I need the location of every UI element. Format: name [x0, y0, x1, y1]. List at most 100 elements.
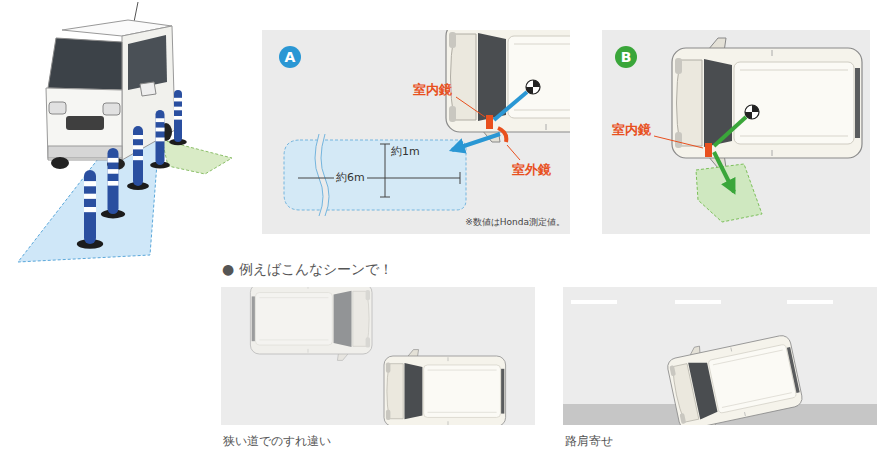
- car-top: [250, 287, 372, 360]
- pole: [127, 126, 149, 190]
- car-top: [679, 413, 686, 424]
- view-a: [452, 134, 500, 150]
- car-top: [708, 344, 797, 413]
- car-top: [250, 287, 372, 354]
- car-top: [259, 339, 328, 340]
- view-a: [494, 92, 527, 120]
- car-photo: [48, 38, 122, 90]
- view-b: [696, 164, 762, 222]
- car-top: [448, 421, 449, 425]
- car-top: [449, 32, 456, 48]
- car-top: [448, 357, 449, 361]
- pole: [133, 135, 143, 139]
- car-photo: [128, 35, 167, 90]
- view-a: [380, 144, 390, 145]
- car-top: [366, 290, 370, 300]
- car-top: [772, 50, 773, 56]
- pole: [174, 116, 182, 120]
- car-top: [672, 38, 862, 168]
- pole: [156, 128, 165, 132]
- car-top: [744, 412, 746, 416]
- car-top: [308, 349, 309, 353]
- mirror-label: 室外鏡: [512, 162, 551, 178]
- view-b: [705, 143, 712, 157]
- pole: [169, 90, 187, 145]
- pole: [133, 145, 143, 149]
- view-a: [486, 115, 493, 129]
- car-photo: [134, 2, 138, 22]
- pole: [108, 169, 119, 174]
- pole: [84, 170, 96, 244]
- car-top: [713, 350, 783, 365]
- pole: [174, 98, 182, 102]
- car-top: [308, 287, 309, 289]
- badge-letter: B: [621, 50, 632, 64]
- view-a: [284, 140, 466, 210]
- car-photo: [49, 102, 66, 114]
- eye-point: [745, 105, 759, 119]
- car-top: [252, 296, 255, 341]
- scene-caption: 狭い道でのすれ違い: [223, 433, 331, 450]
- view-a: [298, 178, 460, 179]
- view-b: [654, 136, 703, 148]
- car-top: [734, 62, 854, 144]
- view-a: [380, 197, 390, 198]
- car-top: [449, 106, 456, 122]
- car-top: [669, 365, 676, 376]
- pole: [108, 148, 119, 214]
- view-b: [714, 117, 746, 146]
- car-top: [446, 30, 570, 132]
- pole: [174, 90, 182, 142]
- pole: [108, 181, 119, 186]
- panel: [602, 30, 870, 234]
- car-top: [428, 370, 497, 371]
- scene-2: [563, 300, 877, 425]
- pole: [156, 118, 165, 122]
- car-top: [675, 58, 682, 74]
- view-a: [385, 144, 386, 197]
- eye-point: [526, 80, 540, 94]
- pole: [174, 107, 182, 111]
- car-top: [772, 150, 773, 156]
- eye-point: [533, 80, 540, 87]
- lane-mark: [787, 300, 833, 304]
- view-a: [321, 134, 329, 216]
- section-badge: A: [279, 46, 301, 68]
- car-top: [501, 369, 504, 414]
- lane-mark: [675, 300, 721, 304]
- car-top: [334, 291, 352, 347]
- car-top: [428, 412, 497, 413]
- car-top: [386, 410, 390, 420]
- view-a: [498, 128, 506, 142]
- car-top: [366, 337, 370, 347]
- eye-point: [745, 105, 759, 119]
- pole: [108, 158, 119, 163]
- note: ※数値はHonda測定値。: [400, 217, 565, 228]
- car-top: [478, 33, 506, 121]
- car-top: [508, 36, 570, 118]
- pole: [156, 110, 165, 165]
- pole: [84, 194, 96, 199]
- dimension-label: 約1m: [391, 145, 420, 158]
- view-b: [714, 152, 734, 192]
- car-top: [386, 362, 390, 372]
- car-top: [259, 297, 328, 298]
- car-top: [446, 30, 570, 142]
- car-photo: [103, 103, 120, 115]
- car-top: [404, 363, 422, 419]
- car-photo: [18, 2, 232, 262]
- pole: [133, 126, 143, 186]
- car-top: [666, 334, 804, 425]
- pole: [133, 156, 143, 160]
- car-top: [514, 44, 570, 45]
- car-top: [722, 393, 792, 408]
- car-top: [740, 136, 848, 137]
- scene-caption: 路肩寄せ: [565, 433, 613, 450]
- car-photo: [122, 26, 175, 160]
- car-photo: [66, 116, 104, 130]
- car-photo: [51, 157, 69, 169]
- pole: [101, 148, 125, 218]
- pole: [77, 170, 103, 249]
